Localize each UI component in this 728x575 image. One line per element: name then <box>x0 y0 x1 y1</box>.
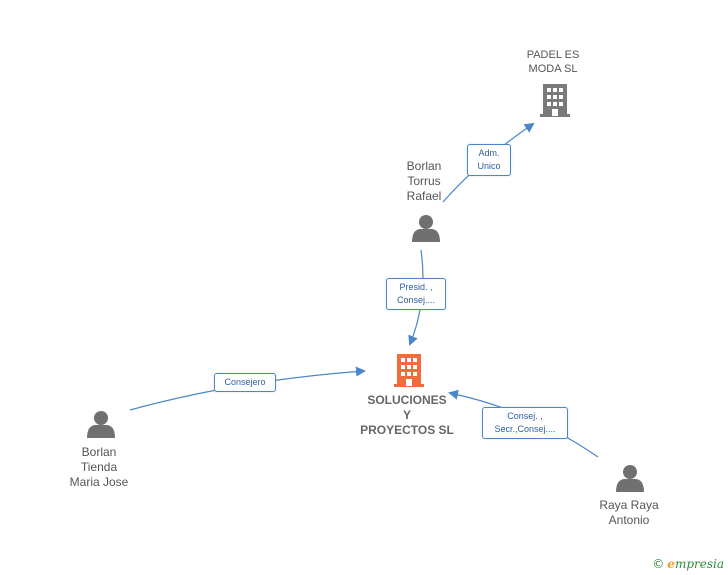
edge-label-presid-consej: Presid. , Consej.... <box>386 278 446 310</box>
edge-label-adm-unico: Adm. Unico <box>467 144 511 176</box>
edge-label-consej-secr: Consej. , Secr.,Consej.... <box>482 407 568 439</box>
person-icon[interactable] <box>412 215 440 242</box>
empresia-logo[interactable]: ©empresia <box>652 557 724 571</box>
brand-name: mpresia <box>674 557 724 571</box>
person-icon[interactable] <box>87 411 115 438</box>
building-icon[interactable] <box>394 354 424 387</box>
node-label-raya[interactable]: Raya Raya Antonio <box>599 498 659 527</box>
brand-initial: e <box>667 557 675 571</box>
person-icon[interactable] <box>616 465 644 492</box>
copyright-icon: © <box>652 557 665 571</box>
node-label-torrus[interactable]: Borlan Torrus Rafael <box>406 159 442 203</box>
node-label-tienda[interactable]: Borlan Tienda Maria Jose <box>69 445 129 489</box>
building-icon[interactable] <box>540 84 570 117</box>
node-label-padel[interactable]: PADEL ES MODA SL <box>526 49 580 75</box>
node-label-soluciones[interactable]: SOLUCIONES Y PROYECTOS SL <box>360 393 454 437</box>
edge-label-consejero: Consejero <box>214 373 276 392</box>
